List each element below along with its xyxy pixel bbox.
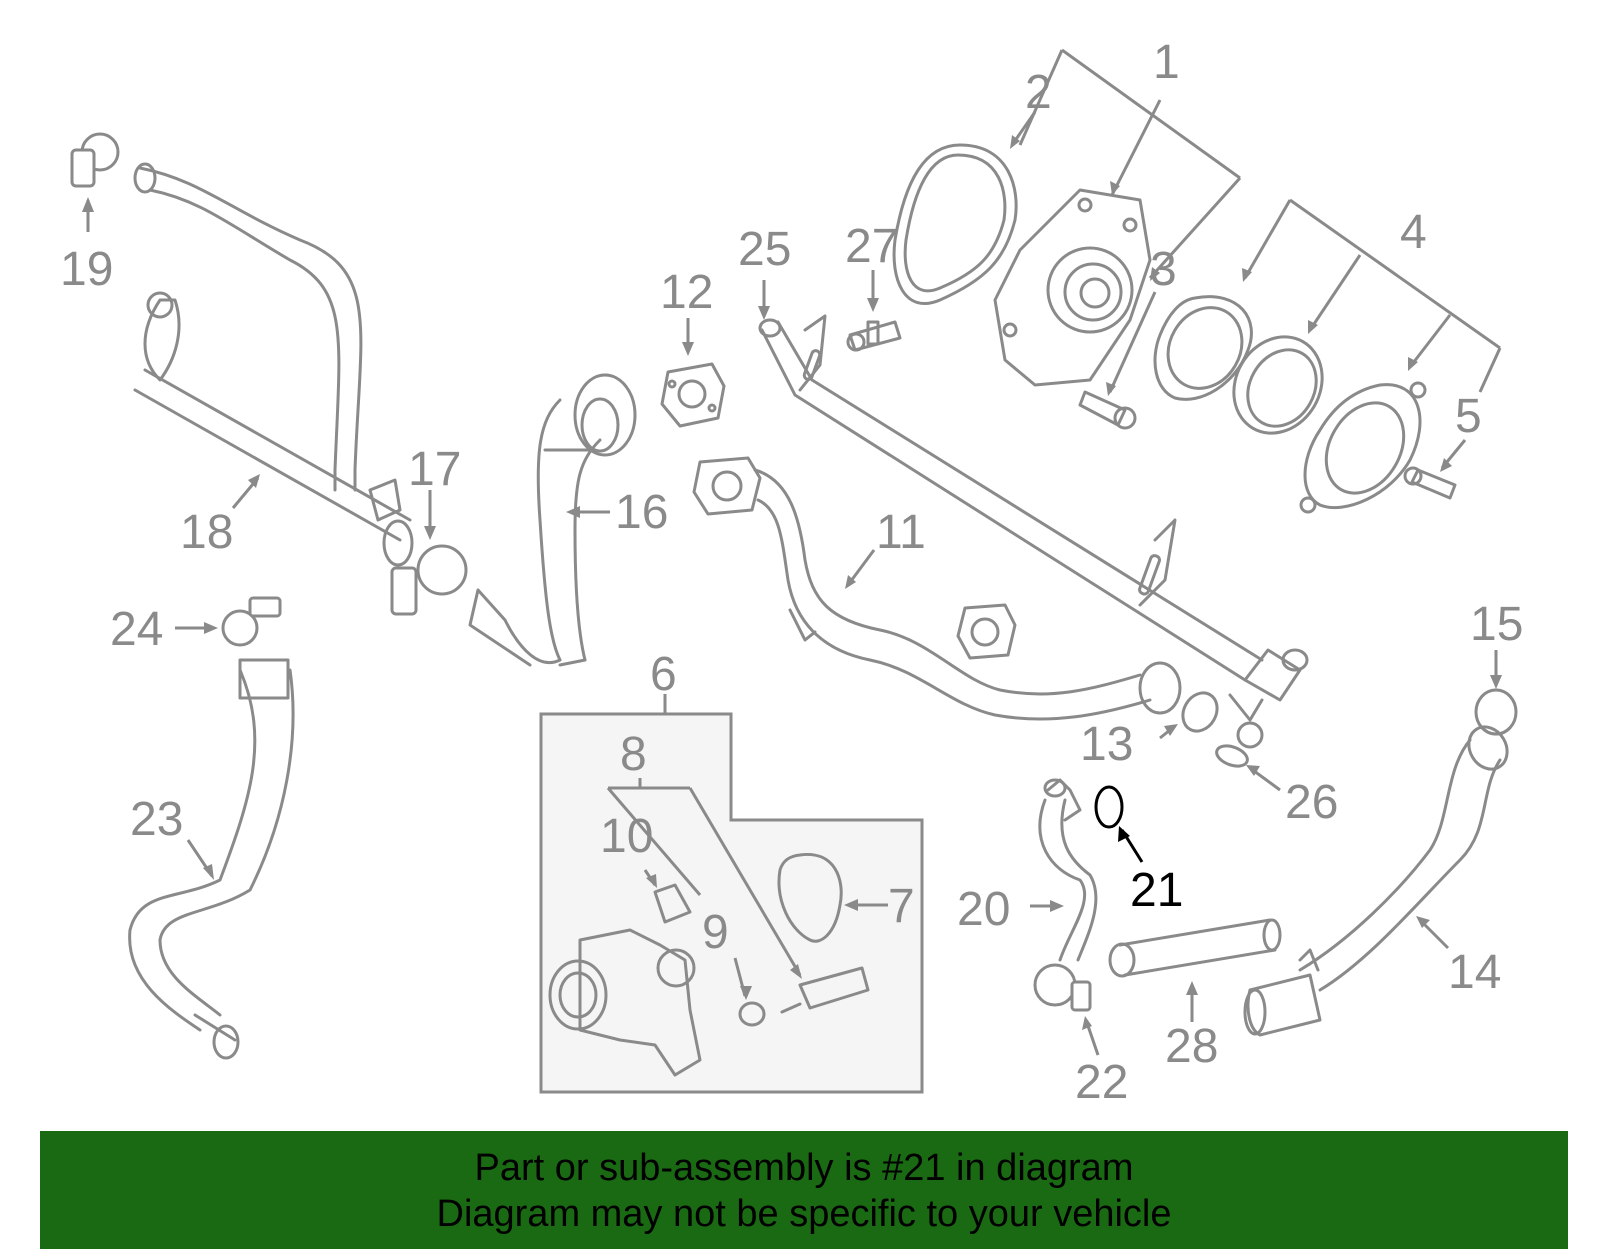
callout-26: 26 xyxy=(1285,776,1338,829)
part-27-bolt xyxy=(846,320,902,352)
callout-labels: 1 2 3 4 5 6 7 8 9 10 11 12 13 14 15 16 1… xyxy=(60,36,1523,1109)
part-22-clamp xyxy=(1033,963,1092,1012)
info-banner: Part or sub-assembly is #21 in diagram D… xyxy=(40,1131,1568,1249)
part-5-bolt xyxy=(1403,466,1457,500)
part-1-housing xyxy=(993,188,1152,387)
part-26-oring xyxy=(1215,744,1249,768)
callout-2: 2 xyxy=(1025,66,1052,119)
arrowhead-21 xyxy=(1118,826,1130,842)
part-28-pipe xyxy=(1108,918,1282,978)
callout-9: 9 xyxy=(702,906,729,959)
inset-box xyxy=(539,712,924,1094)
callout-15: 15 xyxy=(1470,598,1523,651)
callout-3: 3 xyxy=(1150,243,1177,296)
callout-28: 28 xyxy=(1165,1020,1218,1073)
callout-27: 27 xyxy=(845,220,898,273)
callout-21: 21 xyxy=(1130,864,1183,917)
callout-13: 13 xyxy=(1080,718,1133,771)
callout-8: 8 xyxy=(620,728,647,781)
part-21-oring xyxy=(1094,785,1124,829)
banner-line-part: Part or sub-assembly is #21 in diagram xyxy=(474,1147,1134,1189)
part-17-clamp xyxy=(390,544,468,616)
callout-1: 1 xyxy=(1153,36,1180,89)
part-8-sensor xyxy=(780,966,870,1014)
callout-25: 25 xyxy=(738,223,791,276)
part-19-clamp xyxy=(70,132,120,188)
callout-11: 11 xyxy=(876,506,926,559)
part-23-hose xyxy=(128,658,295,1060)
part-18-hose xyxy=(133,162,414,567)
callout-5: 5 xyxy=(1455,390,1482,443)
part-15-cap xyxy=(1474,688,1518,736)
part-12-gasket xyxy=(660,362,726,428)
callout-24: 24 xyxy=(110,603,163,656)
part-13-oring xyxy=(1181,691,1219,733)
part-14-hose xyxy=(1243,725,1509,1037)
part-3-bolt xyxy=(1078,390,1137,430)
callout-18: 18 xyxy=(180,506,233,559)
callout-19: 19 xyxy=(60,243,113,296)
banner-line-disclaimer: Diagram may not be specific to your vehi… xyxy=(436,1193,1172,1235)
callout-10: 10 xyxy=(600,810,653,863)
part-6-thermostat-housing xyxy=(548,928,702,1077)
callout-20: 20 xyxy=(957,883,1010,936)
part-16-hose xyxy=(468,373,637,667)
part-11-pipe xyxy=(692,456,1182,721)
callout-16: 16 xyxy=(615,486,668,539)
parts-diagram: 1 2 3 4 5 6 7 8 9 10 11 12 13 14 15 16 1… xyxy=(60,36,1523,1109)
callout-22: 22 xyxy=(1075,1056,1128,1109)
part-2-gasket xyxy=(892,143,1018,305)
part-4-seals xyxy=(1153,295,1427,514)
arrowheads xyxy=(82,135,1502,1030)
part-24-clamp xyxy=(221,596,282,647)
callout-4: 4 xyxy=(1400,206,1427,259)
part-7-gasket xyxy=(777,853,843,943)
callout-14: 14 xyxy=(1448,946,1501,999)
callout-7: 7 xyxy=(888,880,915,933)
callout-17: 17 xyxy=(408,443,461,496)
callout-23: 23 xyxy=(130,793,183,846)
part-20-hose xyxy=(1038,778,1098,962)
part-25-tube xyxy=(758,314,1309,749)
callout-6: 6 xyxy=(650,648,677,701)
callout-12: 12 xyxy=(660,266,713,319)
part-9-oring xyxy=(738,1001,766,1027)
part-10-clip xyxy=(653,883,692,924)
